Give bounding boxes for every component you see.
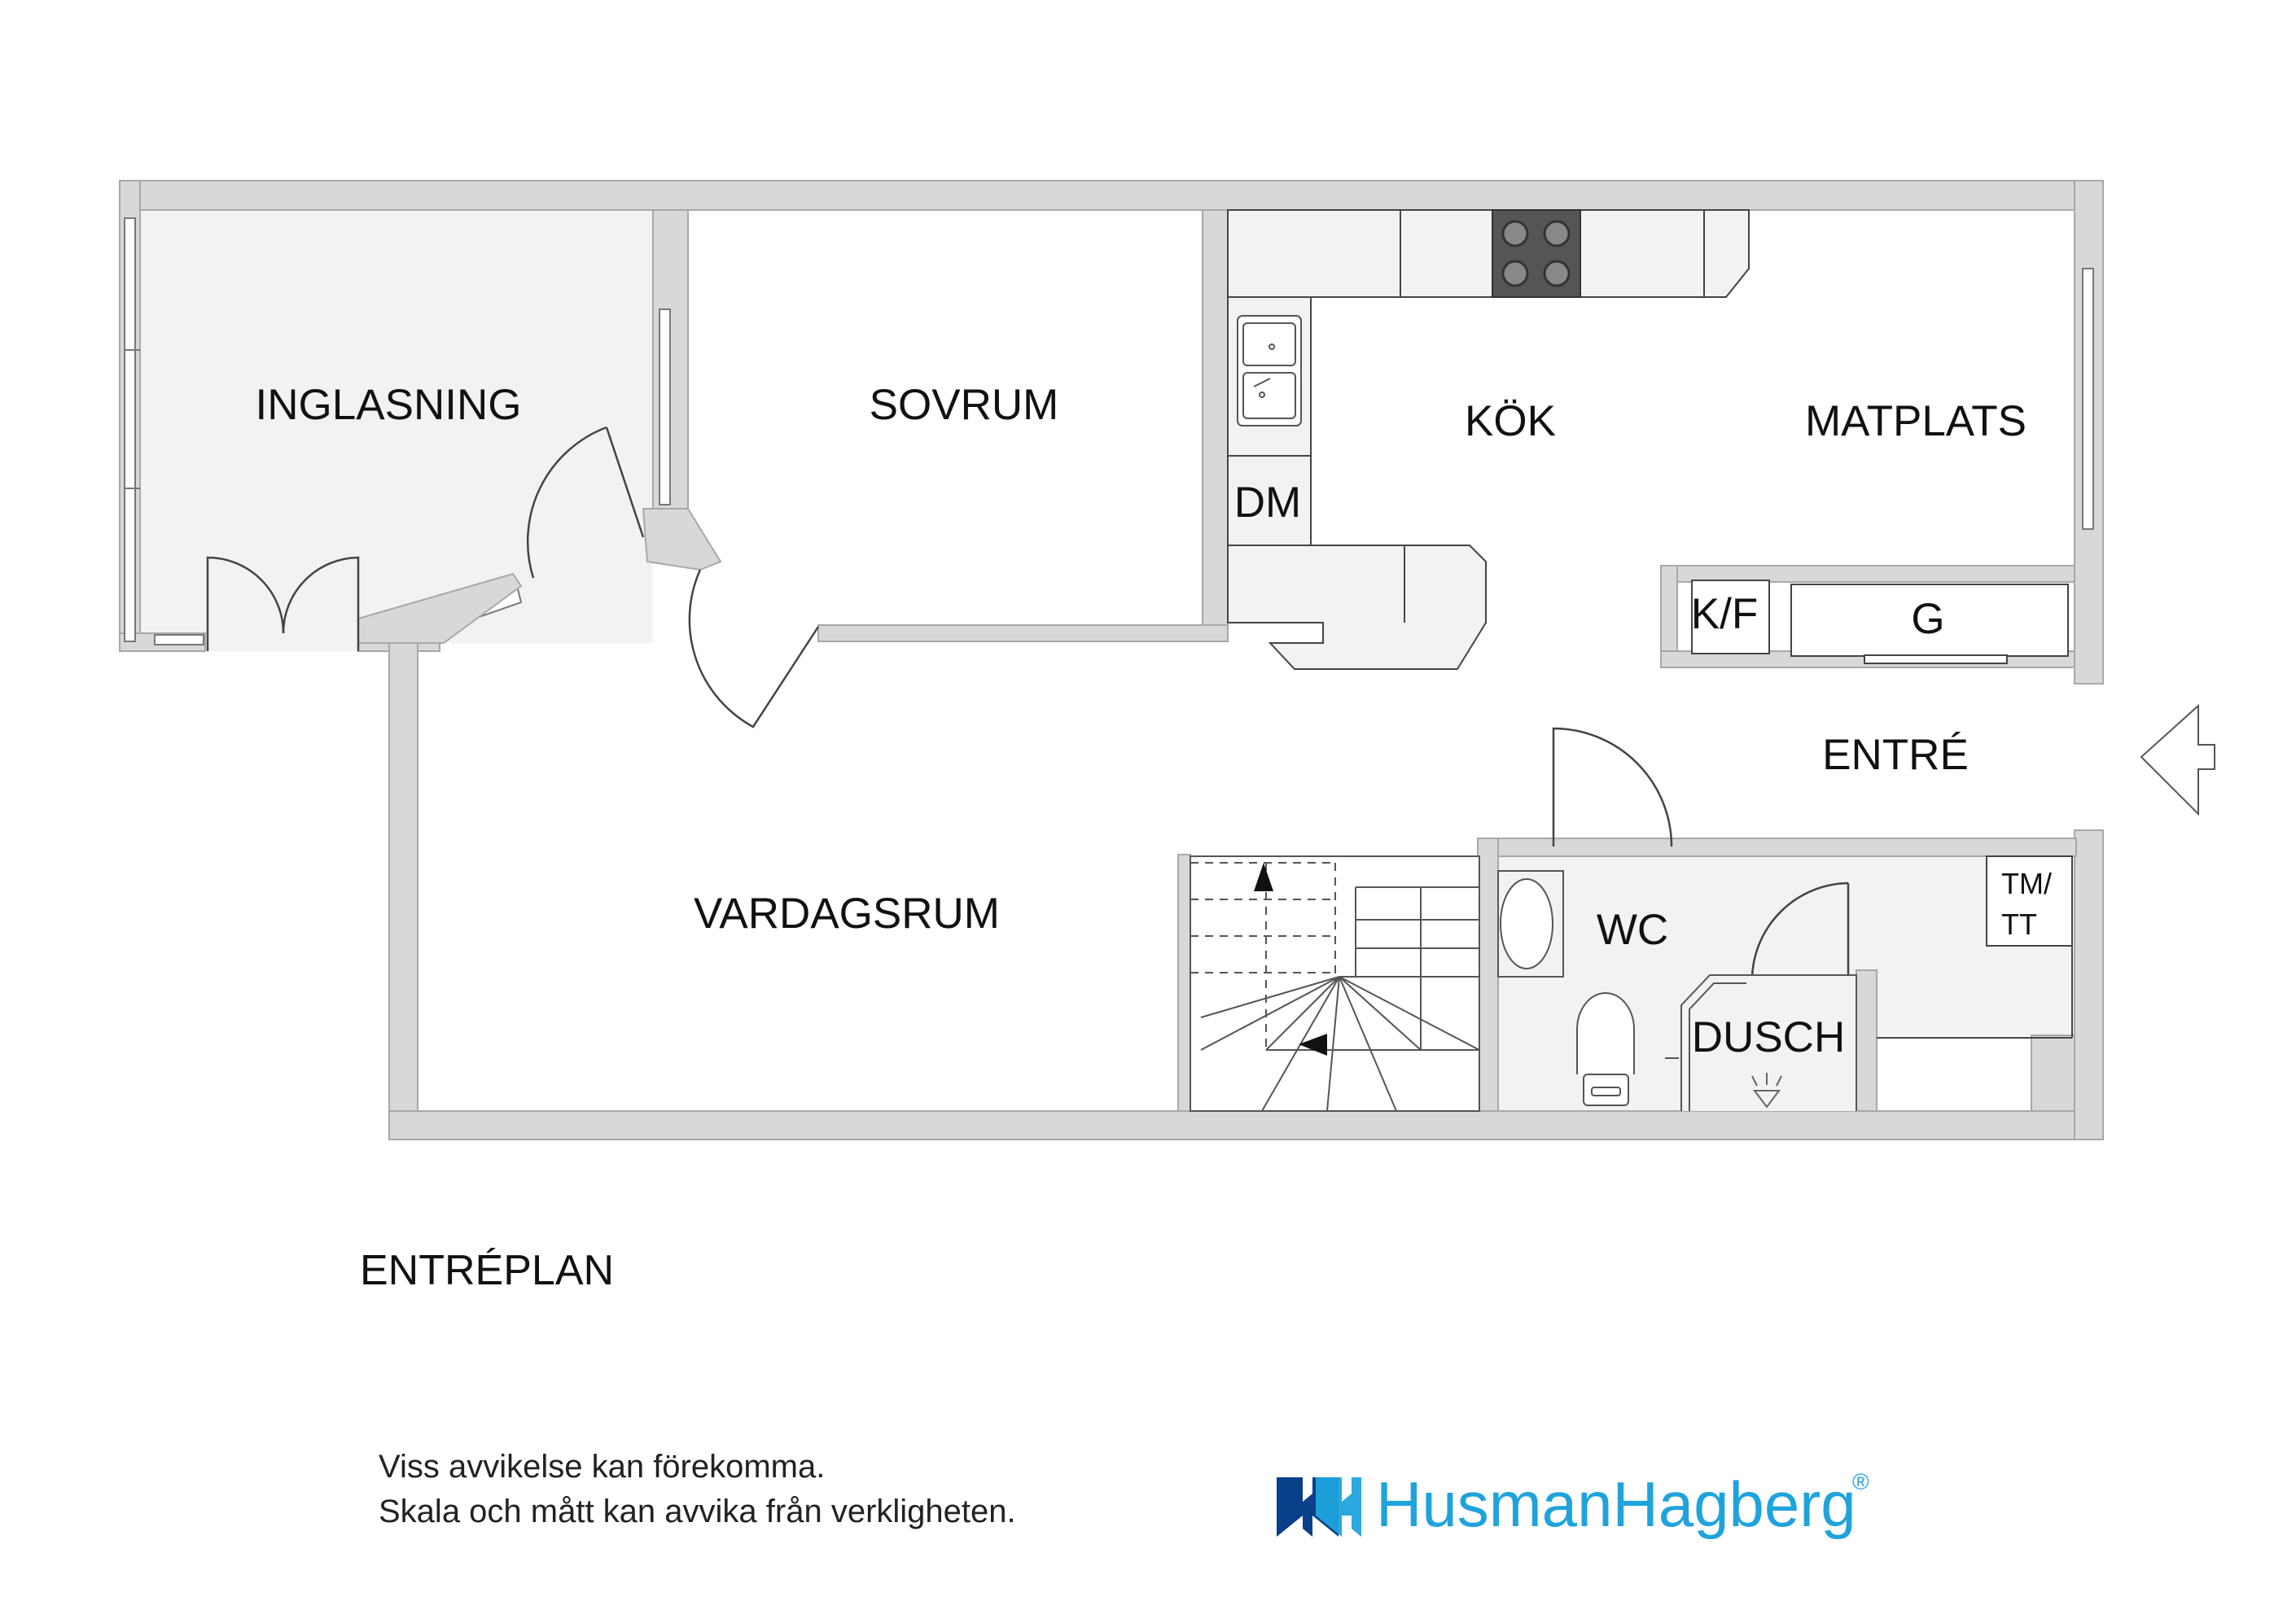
outer-wall-bottom xyxy=(388,1110,2104,1140)
door-inglasning-right xyxy=(282,556,360,651)
husmanhagberg-logo-icon xyxy=(1277,1477,1361,1537)
brand-name-part2: Hagberg xyxy=(1612,1468,1856,1540)
label-dm: DM xyxy=(1234,479,1301,527)
label-tt: TT xyxy=(2001,908,2037,941)
wall-dusch-right xyxy=(1856,969,1878,1112)
kitchen-counter-top xyxy=(1227,209,1750,298)
label-kok: KÖK xyxy=(1465,397,1556,445)
g-box xyxy=(1790,584,2069,657)
door-inglasning-left xyxy=(206,556,285,651)
floor-title: ENTRÉPLAN xyxy=(360,1247,614,1294)
doors xyxy=(206,426,1850,978)
inglasning-floor xyxy=(140,210,653,651)
door-inglasning-vardagsrum xyxy=(526,426,645,579)
wall-stair-left xyxy=(1177,854,1191,1112)
outer-wall-right-lower xyxy=(2074,829,2104,1140)
window-inglasning-bottom xyxy=(154,634,204,645)
kitchen-counter-bottom xyxy=(1227,545,1487,670)
label-tm: TM/ xyxy=(2001,867,2052,900)
door-dusch xyxy=(1750,881,1850,978)
label-g: G xyxy=(1911,595,1944,643)
wall-wc-top xyxy=(1477,838,2077,857)
sovrum-floor xyxy=(688,210,1203,625)
kf-box xyxy=(1691,580,1770,654)
door-sovrum xyxy=(688,569,820,728)
stove-icon xyxy=(1492,209,1581,298)
label-sovrum: SOVRUM xyxy=(870,381,1059,429)
walls xyxy=(119,180,2104,1140)
sink-icon xyxy=(1237,315,1302,427)
disclaimer-line-1: Viss avvikelse kan förekomma. xyxy=(379,1449,825,1485)
door-wc xyxy=(1552,727,1673,847)
room-labels: INGLASNING SOVRUM KÖK MATPLATS DM K/F G … xyxy=(256,381,2052,1061)
disclaimer-line-2: Skala och mått kan avvika från verklighe… xyxy=(379,1494,1016,1529)
wall-sovrum-kok xyxy=(1202,209,1229,626)
brand-name: HusmanHagberg xyxy=(1376,1468,1856,1540)
label-dusch: DUSCH xyxy=(1692,1013,1845,1061)
outer-wall-left-lower xyxy=(388,618,418,1140)
brand-registered: ® xyxy=(1852,1469,1869,1494)
label-wc: WC xyxy=(1597,906,1668,954)
label-entre: ENTRÉ xyxy=(1822,731,1969,779)
window-matplats xyxy=(2082,268,2094,530)
wall-wc-left xyxy=(1477,838,1499,1112)
label-kf: K/F xyxy=(1691,590,1758,638)
bathroom xyxy=(1497,855,2073,1111)
stair-direction-arrow-icon-2 xyxy=(1299,1034,1327,1056)
dusch-area xyxy=(1665,974,1857,1111)
stair-direction-arrow-icon xyxy=(1254,863,1273,891)
brand-name-part1: Husman xyxy=(1376,1468,1612,1540)
wall-angled-corner xyxy=(642,508,722,571)
tm-tt-box xyxy=(1986,855,2073,947)
kitchen xyxy=(1227,209,2069,670)
window-inglasning-right xyxy=(659,308,671,505)
washbasin-icon xyxy=(1497,870,1564,978)
outer-wall-top xyxy=(119,180,2104,211)
label-matplats: MATPLATS xyxy=(1805,397,2027,445)
wall-closet xyxy=(2031,1035,2075,1112)
wall-sovrum-bottom xyxy=(817,624,1229,642)
shower-head-icon xyxy=(1751,1073,1782,1109)
toilet-icon xyxy=(1576,992,1635,1106)
closet-floor xyxy=(1877,1035,2031,1111)
label-vardagsrum: VARDAGSRUM xyxy=(694,890,1000,938)
g-rail xyxy=(1864,654,2008,664)
window-inglasning-left xyxy=(124,217,136,642)
stairs xyxy=(1190,855,1480,1112)
entry-arrow-icon xyxy=(2140,703,2215,816)
label-inglasning: INGLASNING xyxy=(256,381,522,429)
